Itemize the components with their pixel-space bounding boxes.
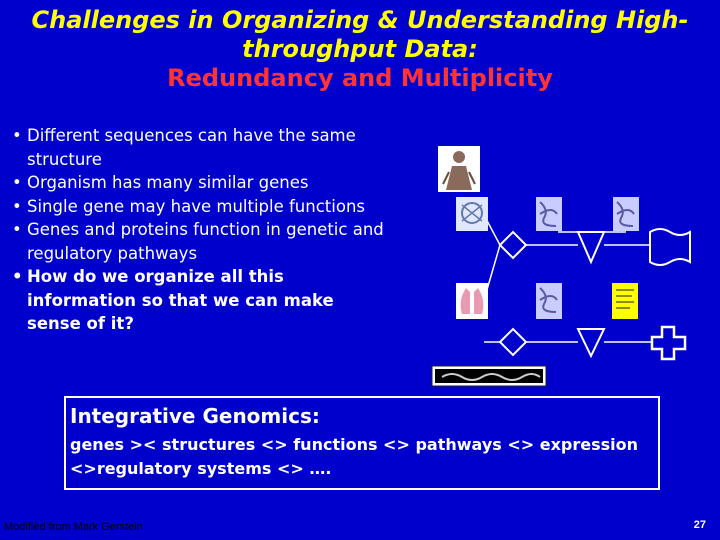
bullet-item: How do we organize all this information … xyxy=(12,265,390,336)
page-number: 27 xyxy=(693,519,706,531)
label-image xyxy=(612,283,638,319)
box-heading: Integrative Genomics: xyxy=(70,404,320,428)
integrative-genomics-box: Integrative Genomics: genes >< structure… xyxy=(64,396,660,490)
diamond-node xyxy=(498,230,528,260)
title-line-2: throughput Data: xyxy=(242,35,478,63)
document-node xyxy=(649,228,691,266)
title-line-1: Challenges in Organizing & Understanding… xyxy=(31,6,689,34)
title-line-3: Redundancy and Multiplicity xyxy=(167,64,553,92)
protein-structure-image xyxy=(613,197,639,231)
pathway-lines xyxy=(483,214,652,343)
bullet-item: Different sequences can have the same st… xyxy=(12,124,390,171)
footer-credit: Modified from Mark Gerstein xyxy=(4,521,143,533)
bullet-list: Different sequences can have the same st… xyxy=(12,124,390,336)
gene-image xyxy=(456,197,488,231)
triangle-node xyxy=(576,231,606,265)
protein-structure-image xyxy=(536,283,562,319)
triangle-node xyxy=(576,328,606,359)
protein-structure-image xyxy=(536,197,562,231)
expression-strip-image xyxy=(431,365,547,387)
cross-node xyxy=(650,325,687,361)
box-text: genes >< structures <> functions <> path… xyxy=(70,435,638,478)
lungs-image xyxy=(456,283,488,319)
slide-title: Challenges in Organizing & Understanding… xyxy=(0,6,720,93)
bullet-item: Single gene may have multiple functions xyxy=(12,195,390,219)
bullet-item: Organism has many similar genes xyxy=(12,171,390,195)
bullet-item: Genes and proteins function in genetic a… xyxy=(12,218,390,265)
human-figure-image xyxy=(438,146,480,192)
diamond-node xyxy=(498,327,528,357)
